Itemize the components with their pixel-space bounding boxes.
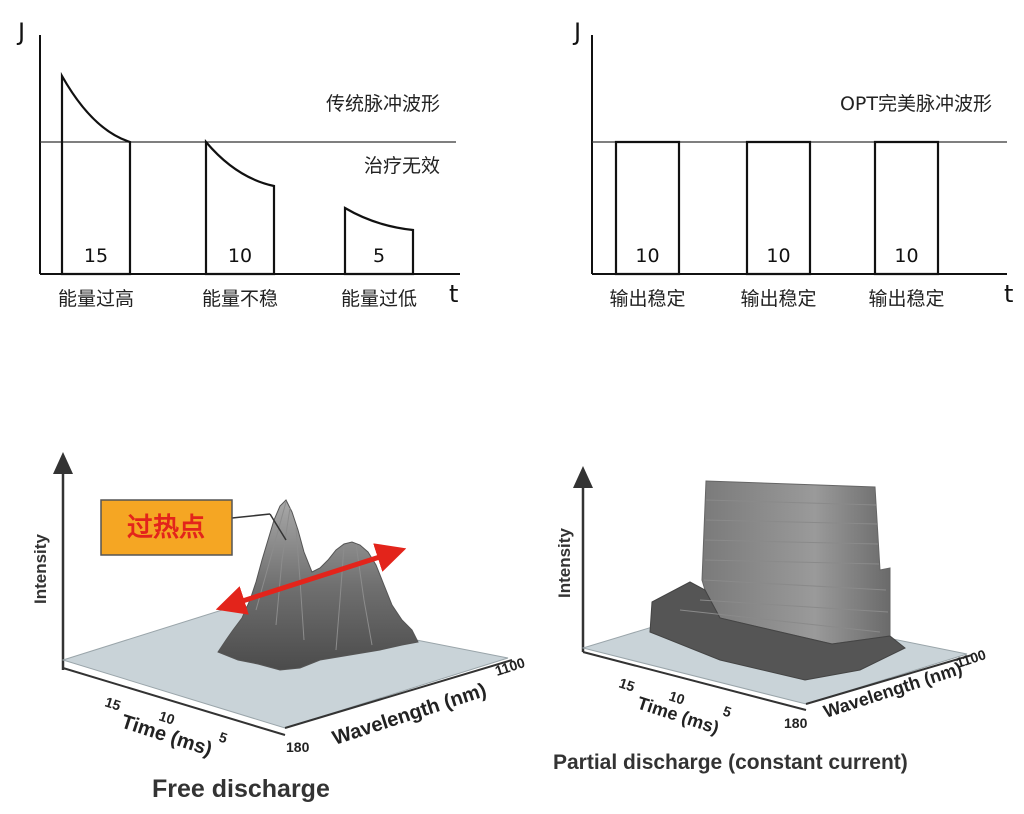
threshold-label-above: OPT完美脉冲波形 (840, 93, 992, 115)
pulse-bar (343, 206, 415, 276)
surface-partial-discharge: Intensity 15 10 5 180 Time (ms) Waveleng… (553, 466, 988, 774)
time-tick-5: 5 (217, 729, 230, 747)
pulse-category-label: 输出稳定 (609, 288, 685, 310)
x-axis-label: t (1004, 280, 1013, 308)
time-axis-end: 180 (784, 715, 808, 731)
plateau-front-face (649, 581, 906, 681)
pulse-series: 15 能量过高 10 能量不稳 5 能量过低 (58, 71, 417, 310)
hotspot-badge-label: 过热点 (127, 512, 205, 543)
chart-traditional-pulse: J t 传统脉冲波形 治疗无效 15 能量过高 10 能量不稳 5 能量过低 (16, 18, 460, 310)
time-tick-15: 15 (617, 675, 637, 695)
pulse-series: 10 输出稳定 10 输出稳定 10 输出稳定 (609, 140, 945, 310)
wavelength-axis-end: 1100 (954, 646, 988, 671)
z-axis-arrow (53, 452, 73, 474)
y-axis-label: J (572, 18, 581, 46)
pulse-category-label: 输出稳定 (740, 288, 816, 310)
time-tick-5: 5 (721, 703, 734, 721)
caption: Partial discharge (constant current) (553, 751, 908, 774)
z-axis-label: Intensity (31, 534, 50, 604)
chart-opt-pulse: J t OPT完美脉冲波形 10 输出稳定 10 输出稳定 10 输出稳定 (572, 18, 1013, 310)
pulse-category-label: 输出稳定 (868, 288, 944, 310)
hotspot-badge (100, 499, 233, 556)
pulse-value-label: 15 (84, 245, 108, 267)
time-axis-end: 180 (286, 739, 310, 755)
y-axis-label: J (16, 18, 25, 46)
pulse-category-label: 能量过高 (58, 288, 134, 310)
time-axis-line (582, 651, 807, 711)
pulse-value-label: 10 (766, 245, 790, 267)
intensity-surface (217, 499, 419, 671)
pulse-category-label: 能量过低 (341, 288, 417, 310)
z-axis-label: Intensity (555, 528, 574, 598)
annotation-leader (231, 513, 271, 519)
wavelength-axis-line (284, 659, 513, 729)
pulse-value-label: 5 (373, 245, 385, 267)
time-tick-10: 10 (667, 688, 687, 708)
x-axis-label: t (449, 280, 458, 308)
pulse-bar (204, 139, 276, 276)
pulse-bar (873, 140, 940, 276)
z-axis-arrow (573, 466, 593, 488)
range-arrow (215, 543, 407, 615)
wavelength-axis-line (805, 654, 973, 705)
time-axis-line (62, 667, 286, 736)
threshold-label-above: 传统脉冲波形 (326, 93, 440, 115)
time-tick-15: 15 (103, 694, 123, 714)
time-tick-10: 10 (157, 708, 177, 728)
plateau-ridges (679, 499, 889, 633)
threshold-label-below: 治疗无效 (364, 155, 440, 177)
caption: Free discharge (152, 775, 330, 803)
annotation-leader-tip (269, 513, 287, 541)
pulse-bar (614, 140, 681, 276)
pulse-category-label: 能量不稳 (202, 288, 278, 310)
pulse-value-label: 10 (894, 245, 918, 267)
surface-free-discharge: Intensity 过热点 15 10 5 180 Time (ms) Wave… (31, 452, 527, 803)
pulse-bar (60, 71, 132, 276)
pulse-value-label: 10 (635, 245, 659, 267)
pulse-value-label: 10 (228, 245, 252, 267)
pulse-bar (745, 140, 812, 276)
